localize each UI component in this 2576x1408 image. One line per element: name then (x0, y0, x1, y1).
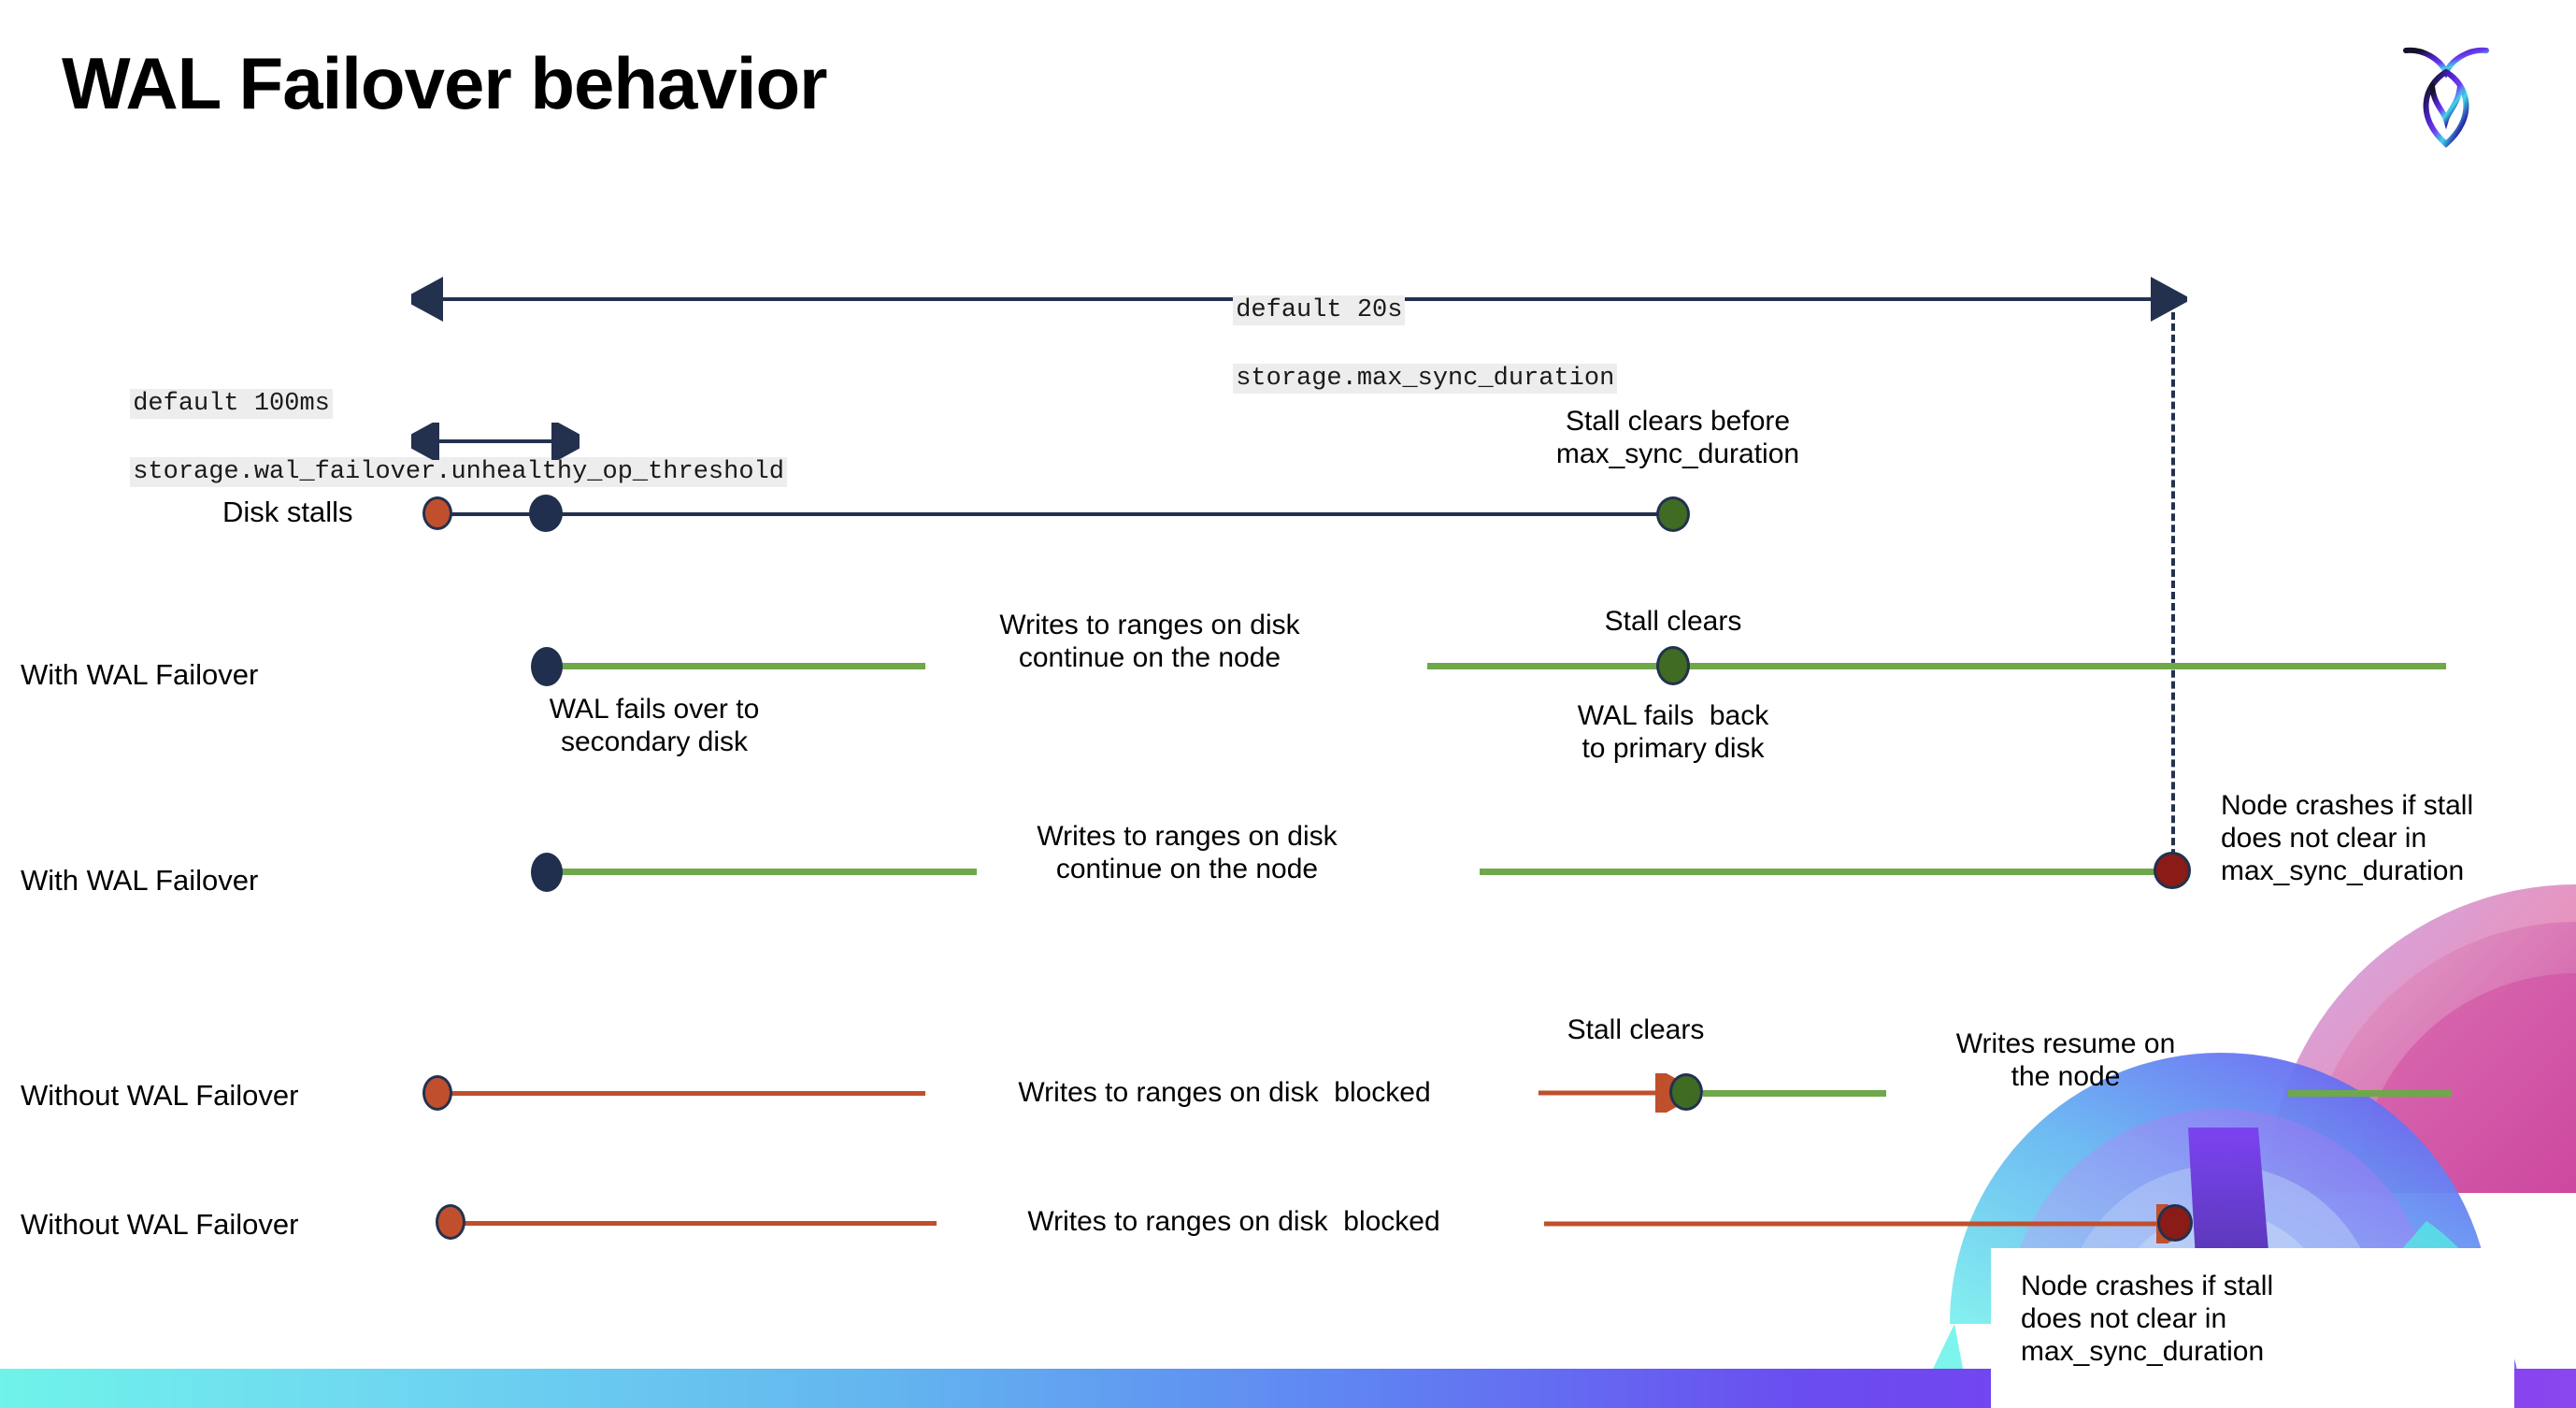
cockroachdb-logo-icon (2385, 28, 2507, 159)
disk-stall-clear-dot (1656, 496, 1690, 532)
wal-failover-trigger-dot (529, 495, 563, 532)
note-stall-clears-before-max-sync: Stall clears before max_sync_duration (1555, 406, 1800, 469)
wal-failover-crash-line-left (547, 869, 977, 875)
disk-stall-start-dot (422, 496, 452, 530)
note-writes-continue-1: Writes to ranges on disk continue on the… (999, 610, 1300, 673)
note-writes-blocked-2: Writes to ranges on disk blocked (1027, 1206, 1440, 1237)
max-sync-duration-guide-line (2171, 301, 2175, 879)
note-wal-fails-over: WAL fails over to secondary disk (549, 694, 760, 757)
wal-failover-crash-line-right (1480, 869, 2171, 875)
note-node-crashes-1: Node crashes if stall does not clear in … (2221, 790, 2474, 886)
stall-start-dot-without-failover-2 (436, 1204, 465, 1240)
note-writes-resume: Writes resume on the node (1955, 1028, 2176, 1092)
note-wal-fails-back: WAL fails back to primary disk (1577, 700, 1769, 764)
writes-resume-line-2 (2288, 1090, 2452, 1097)
writes-blocked-line-left-2 (460, 1221, 937, 1226)
unhealthy-setting-label: storage.wal_failover.unhealthy_op_thresh… (130, 456, 787, 487)
writes-blocked-arrow-2 (1544, 1204, 2180, 1243)
row-label-disk-stalls: Disk stalls (222, 496, 353, 528)
max-sync-default-label: default 20s (1233, 295, 1406, 326)
writes-blocked-line-left-1 (449, 1091, 925, 1096)
note-writes-blocked-1: Writes to ranges on disk blocked (1018, 1077, 1431, 1108)
max-sync-setting-label: storage.max_sync_duration (1233, 363, 1618, 394)
wal-failover-secondary-line-left (547, 663, 925, 669)
node-crash-dot-2 (2157, 1204, 2193, 1242)
node-crash-dot-1 (2154, 852, 2191, 889)
wal-failover-secondary-line-right (1427, 663, 2446, 669)
stall-clear-dot-without-failover (1669, 1073, 1703, 1111)
writes-resume-line-1 (1703, 1090, 1886, 1097)
row-label-with-wal-failover-2: With WAL Failover (21, 864, 259, 897)
note-writes-continue-2: Writes to ranges on disk continue on the… (1037, 821, 1338, 884)
stall-start-dot-without-failover-1 (422, 1075, 452, 1111)
node-crash-callout-box: Node crashes if stall does not clear in … (1991, 1248, 2514, 1408)
page-title: WAL Failover behavior (62, 42, 827, 124)
note-stall-clears-2: Stall clears (1567, 1014, 1705, 1045)
note-node-crashes-2: Node crashes if stall does not clear in … (2021, 1271, 2274, 1367)
wal-failover-start-dot (531, 647, 563, 686)
row-label-without-wal-failover-2: Without WAL Failover (21, 1208, 299, 1241)
unhealthy-default-label: default 100ms (130, 389, 333, 420)
row-label-with-wal-failover-1: With WAL Failover (21, 658, 259, 691)
max-sync-duration-annotation: default 20s storage.max_sync_duration (1142, 260, 1618, 429)
wal-failover-start-dot-2 (531, 853, 563, 892)
writes-blocked-arrow-1 (1538, 1073, 1702, 1113)
note-stall-clears-1: Stall clears (1604, 606, 1742, 637)
unhealthy-op-threshold-arrow (411, 423, 580, 460)
unhealthy-op-threshold-annotation: default 100ms storage.wal_failover.unhea… (39, 353, 787, 523)
wal-failback-stall-clear-dot (1656, 646, 1690, 685)
disk-stall-duration-line (439, 512, 1673, 516)
row-label-without-wal-failover-1: Without WAL Failover (21, 1079, 299, 1112)
